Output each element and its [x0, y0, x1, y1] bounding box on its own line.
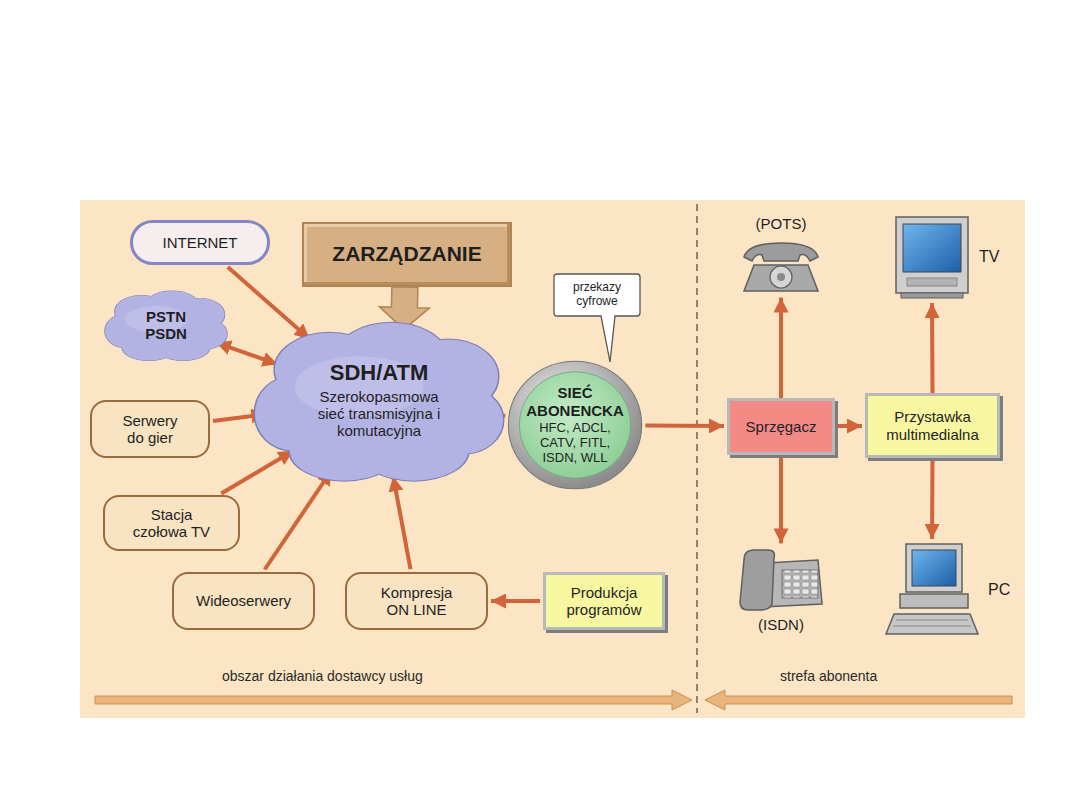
panel-ground [80, 200, 1025, 718]
node-text: (ISDN) [758, 616, 804, 633]
set-top-box: Przystawka multimedialna [865, 393, 1000, 458]
management-box: ZARZĄDZANIE [302, 222, 512, 287]
node-text: Przystawka multimedialna [876, 408, 989, 443]
flow-arrow [393, 476, 410, 569]
phone-terminal: (ISDN) [731, 540, 831, 640]
node-text: Kompresja ON LINE [372, 584, 462, 619]
node-text: Stacja czołowa TV [127, 506, 217, 541]
zone-arrow [705, 690, 1012, 710]
tv-icon [893, 214, 971, 300]
flow-arrow [930, 303, 935, 393]
process-box: Stacja czołowa TV [103, 495, 240, 551]
node-text: (POTS) [756, 215, 807, 232]
network-cloud: PSTN PSDN [105, 288, 227, 362]
node-text: PC [988, 581, 1010, 599]
node-text: Serwery do gier [115, 412, 185, 447]
flow-arrow [645, 424, 724, 429]
phone-icon [738, 546, 824, 612]
node-text: INTERNET [163, 234, 238, 251]
access-network-circle: SIEĆ ABONENCKAHFC, ADCL, CATV, FITL, ISD… [507, 360, 643, 490]
process-box: Serwery do gier [90, 400, 210, 458]
process-box: Produkcja programów [543, 572, 665, 630]
node-text: Wideoserwery [196, 592, 291, 609]
node-body-text: HFC, ADCL, CATV, FITL, ISDN, WLL [533, 421, 617, 466]
zone-label: obszar działania dostawcy usług [222, 668, 423, 684]
flow-arrow [221, 451, 293, 494]
node-text: SDH/ATM [330, 360, 429, 385]
flow-arrow [228, 267, 310, 339]
node-text: Sprzęgacz [746, 418, 817, 435]
process-box: Wideoserwery [172, 572, 315, 630]
node-text: Produkcja programów [554, 584, 654, 619]
pc-terminal: PC [884, 540, 1010, 640]
node-text: TV [979, 248, 999, 266]
network-cloud: SDH/ATM Szerokopasmowa sieć transmisyjna … [255, 316, 503, 484]
node-text: ZARZĄDZANIE [332, 242, 481, 266]
network-pill: INTERNET [130, 220, 270, 265]
zone-arrow [95, 690, 692, 710]
node-text: PSTN PSDN [141, 308, 191, 343]
flow-arrow [216, 343, 278, 365]
pc-icon [884, 542, 980, 638]
flow-arrow [779, 455, 783, 543]
flow-arrow [491, 599, 540, 603]
node-text: przekazy cyfrowe [561, 281, 633, 309]
zone-label: strefa abonenta [780, 668, 877, 684]
tv-terminal: TV [893, 212, 999, 302]
callout-bubble: przekazy cyfrowe [553, 273, 641, 317]
node-body-text: Szerokopasmowa sieć transmisyjna i komut… [315, 388, 443, 440]
flow-arrow [265, 470, 332, 570]
phone-terminal: (POTS) [731, 210, 831, 300]
phone-icon [740, 237, 822, 295]
flow-arrow [838, 424, 862, 428]
flow-arrow [779, 298, 783, 398]
process-box: Kompresja ON LINE [345, 572, 488, 630]
flow-arrow [930, 458, 935, 539]
node-text: SIEĆ ABONENCKA [525, 384, 625, 419]
coupler-box: Sprzęgacz [727, 398, 835, 455]
zone-divider [696, 204, 698, 713]
